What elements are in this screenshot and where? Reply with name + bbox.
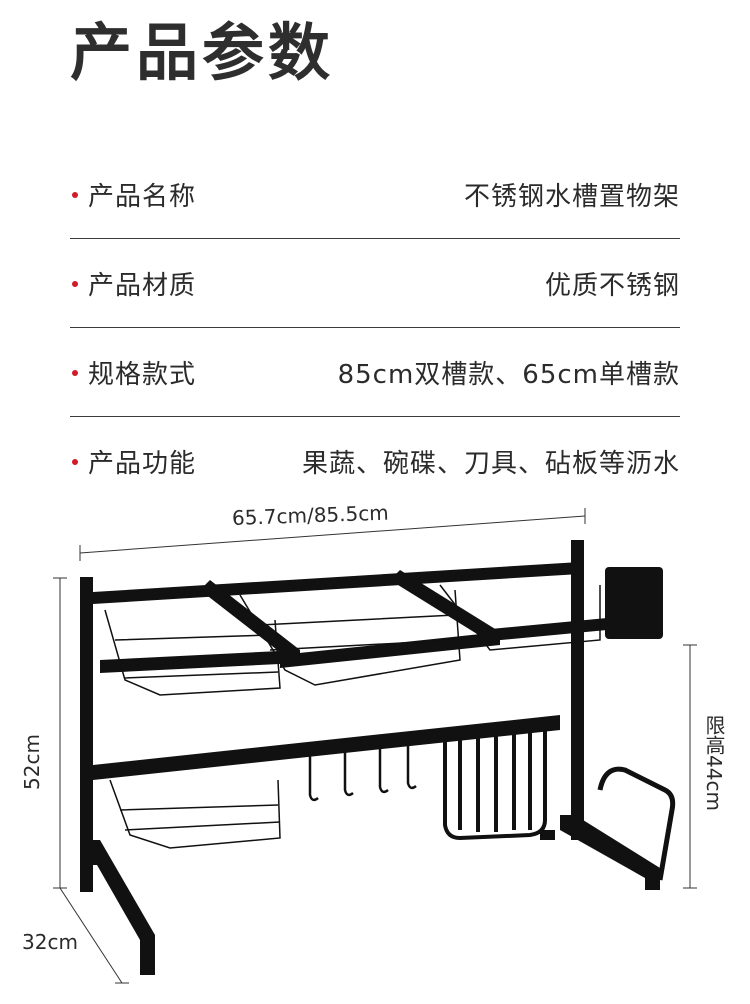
spec-value: 不锈钢水槽置物架 bbox=[463, 182, 680, 212]
spec-label: 产品材质 bbox=[88, 271, 197, 301]
cutting-board-holder bbox=[597, 766, 676, 881]
bullet-icon bbox=[72, 369, 78, 376]
spec-list: 产品名称 不锈钢水槽置物架 产品材质 优质不锈钢 规格款式 85cm双槽款、65… bbox=[70, 150, 680, 506]
dimension-clearance-label: 限高44cm bbox=[702, 715, 726, 811]
dimension-depth-label: 32cm bbox=[22, 930, 78, 954]
spec-label: 产品功能 bbox=[88, 449, 197, 479]
spec-row-model: 规格款式 85cm双槽款、65cm单槽款 bbox=[70, 328, 680, 417]
spec-value: 果蔬、碗碟、刀具、砧板等沥水 bbox=[301, 449, 680, 479]
wire-baskets bbox=[104, 584, 601, 849]
dish-rack-illustration bbox=[53, 508, 697, 984]
spec-row-material: 产品材质 优质不锈钢 bbox=[70, 239, 680, 328]
bullet-icon bbox=[72, 280, 78, 287]
dimension-lines bbox=[53, 508, 697, 984]
spec-value: 85cm双槽款、65cm单槽款 bbox=[337, 360, 680, 390]
product-figure: 65.7cm/85.5cm 52cm 限高44cm 32cm bbox=[0, 490, 750, 1004]
dimension-height-label: 52cm bbox=[20, 734, 44, 790]
spec-row-name: 产品名称 不锈钢水槽置物架 bbox=[70, 150, 680, 239]
rack-frame bbox=[80, 540, 663, 975]
page-title: 产品参数 bbox=[70, 16, 335, 89]
spec-label: 规格款式 bbox=[88, 360, 197, 390]
spec-row-function: 产品功能 果蔬、碗碟、刀具、砧板等沥水 bbox=[70, 417, 680, 506]
bullet-icon bbox=[72, 458, 78, 465]
spec-label: 产品名称 bbox=[88, 182, 197, 212]
bullet-icon bbox=[72, 191, 78, 198]
spec-value: 优质不锈钢 bbox=[544, 271, 680, 301]
plate-rack bbox=[443, 725, 547, 841]
utensil-hooks bbox=[308, 733, 417, 802]
